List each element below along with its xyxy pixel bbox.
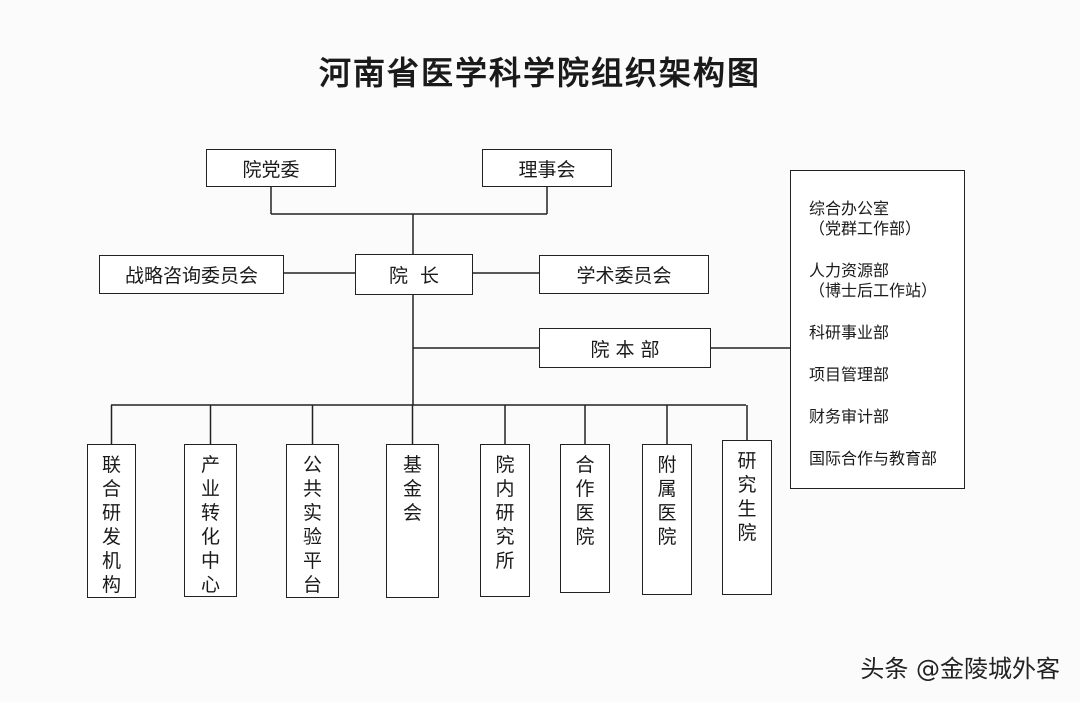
subunit-char: 医 (657, 502, 677, 524)
subunit-char: 所 (495, 550, 515, 572)
subunit-internal-institute: 院内研究所院内研究所 (480, 444, 530, 597)
department-finance-audit: 财务审计部 (809, 407, 890, 426)
node-headquarters: 院 本 部 (539, 328, 711, 368)
subunit-char: 实 (302, 502, 322, 524)
subunit-char: 合 (575, 454, 595, 476)
subunit-char: 院 (575, 526, 595, 548)
subunit-char: 转 (200, 502, 220, 524)
subunit-joint-rd: 联合研发机构联合研发机构 (87, 444, 136, 598)
node-council: 理事会 (482, 149, 612, 187)
department-international: 国际合作与教育部 (809, 449, 938, 468)
subunit-graduate-school: 研究生院研究生院 (722, 440, 772, 595)
subunit-char: 中 (200, 550, 220, 572)
subunit-char: 内 (495, 478, 515, 500)
subunit-char: 产 (200, 454, 220, 476)
subunit-char: 究 (495, 526, 515, 548)
subunit-industry-transfer: 产业转化中心产业转化中心 (184, 444, 237, 597)
subunit-char: 联 (101, 454, 121, 476)
subunit-char: 心 (200, 574, 220, 596)
subunit-char: 公 (302, 454, 322, 476)
subunit-char: 发 (101, 526, 121, 548)
subunit-char: 附 (657, 454, 677, 476)
subunit-char: 构 (101, 574, 121, 596)
subunit-char: 院 (495, 454, 515, 476)
subunit-cooperative-hospital: 合作医院合作医院 (560, 444, 610, 593)
subunit-char: 研 (737, 450, 757, 472)
subunit-char: 院 (657, 526, 677, 548)
subunit-char: 作 (575, 478, 595, 500)
node-party-committee: 院党委 (206, 149, 336, 187)
department-project-management: 项目管理部 (809, 365, 890, 384)
subunit-char: 台 (302, 574, 322, 596)
department-research: 科研事业部 (809, 323, 890, 342)
department-general-office: 综合办公室（党群工作部） (809, 199, 922, 238)
subunit-char: 化 (200, 526, 220, 548)
subunit-public-lab: 公共实验平台公共实验平台 (286, 444, 339, 598)
subunit-char: 研 (495, 502, 515, 524)
subunit-char: 业 (200, 478, 220, 500)
department-list: 综合办公室（党群工作部） 人力资源部（博士后工作站） 科研事业部 项目管理部 财… (790, 170, 965, 489)
node-strategy-committee: 战略咨询委员会 (99, 255, 284, 294)
subunit-char: 共 (302, 478, 322, 500)
subunit-char: 金 (402, 478, 422, 500)
watermark: 头条 @金陵城外客 (860, 655, 1060, 683)
subunit-char: 合 (101, 478, 121, 500)
subunit-char: 会 (402, 502, 422, 524)
subunit-char: 基 (402, 454, 422, 476)
subunit-char: 验 (302, 526, 322, 548)
subunit-char: 研 (101, 502, 121, 524)
subunit-char: 属 (657, 478, 677, 500)
subunit-char: 医 (575, 502, 595, 524)
subunit-char: 机 (101, 550, 121, 572)
department-human-resources: 人力资源部（博士后工作站） (809, 261, 938, 300)
subunit-foundation: 基金会基金会 (386, 444, 439, 598)
subunit-char: 院 (737, 522, 757, 544)
subunit-affiliated-hospital: 附属医院附属医院 (642, 444, 692, 595)
subunit-char: 平 (302, 550, 322, 572)
page-title: 河南省医学科学院组织架构图 (318, 54, 761, 92)
node-academic-committee: 学术委员会 (539, 255, 709, 294)
subunit-char: 生 (737, 498, 757, 520)
subunit-char: 究 (737, 474, 757, 496)
node-president: 院 长 (355, 254, 473, 295)
